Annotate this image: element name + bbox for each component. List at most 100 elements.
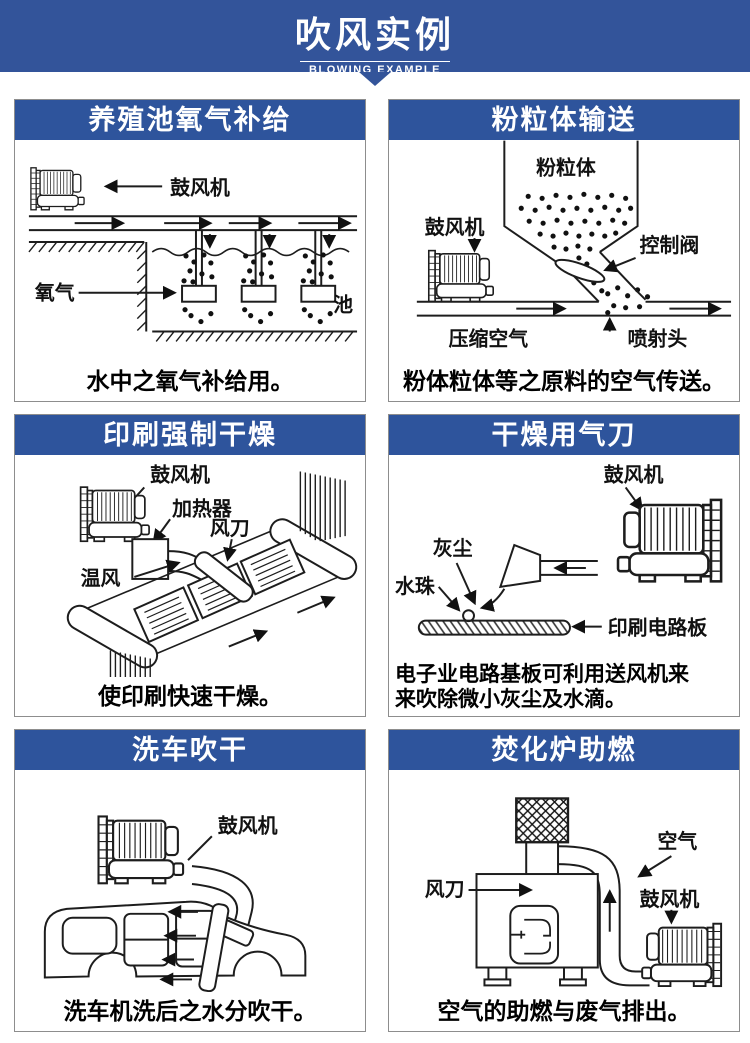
blower-icon bbox=[641, 922, 723, 988]
panel-air-knife-drying: 干燥用气刀 鼓风机 bbox=[388, 414, 740, 717]
powder-dots bbox=[518, 191, 651, 316]
air-knife-bar bbox=[193, 551, 254, 603]
panel-caption: 电子业电路基板可利用送风机来 来吹除微小灰尘及水滴。 bbox=[395, 663, 689, 711]
label-dust: 灰尘 bbox=[433, 537, 473, 560]
hose bbox=[191, 865, 254, 929]
roller bbox=[269, 518, 358, 580]
air-pipe bbox=[28, 215, 358, 232]
blower-icon bbox=[97, 815, 185, 885]
furnace-foot bbox=[563, 966, 583, 981]
panel-caption: 粉体粒体等之原料的空气传送。 bbox=[403, 368, 725, 394]
incinerator-diagram: 空气 风刀 鼓风机 bbox=[425, 797, 723, 988]
panel-title: 洗车吹干 bbox=[15, 730, 365, 770]
panel-incinerator-combustion: 焚化炉助燃 bbox=[388, 729, 740, 1032]
panel-body: 鼓风机 加热器 风刀 温风 使印刷快速干燥。 bbox=[15, 455, 365, 716]
arrow-airflow bbox=[479, 588, 506, 612]
car-wash-diagram: 鼓风机 bbox=[43, 814, 307, 992]
diffuser-box bbox=[300, 284, 337, 303]
label-air: 空气 bbox=[657, 830, 697, 853]
panel-body: 鼓风机 氧气 池 水中之氧气补给用。 bbox=[15, 140, 365, 401]
aquaculture-diagram: 鼓风机 氧气 池 bbox=[28, 167, 358, 342]
header-pointer-triangle bbox=[359, 72, 391, 86]
header-banner: 吹风实例 BLOWING EXAMPLE bbox=[0, 0, 750, 86]
blower-icon bbox=[616, 498, 723, 583]
powder-diagram: 粉粒体 鼓风机 控制阀 压缩空气 喷射头 bbox=[416, 140, 732, 350]
arrow-blower bbox=[624, 486, 644, 512]
panel-title: 干燥用气刀 bbox=[389, 415, 739, 455]
arrow-heater bbox=[152, 518, 171, 544]
diffuser-box bbox=[240, 284, 277, 303]
car-window bbox=[61, 916, 118, 955]
page-subtitle: BLOWING EXAMPLE bbox=[309, 64, 441, 76]
hanging-sheet-top bbox=[299, 471, 346, 542]
furnace-foot bbox=[487, 966, 508, 981]
air-pipe bbox=[540, 559, 598, 576]
heater-box bbox=[131, 538, 170, 580]
arrow-air bbox=[637, 855, 672, 878]
panel-powder-conveying: 粉粒体输送 bbox=[388, 99, 740, 402]
label-water-drop: 水珠 bbox=[395, 575, 436, 598]
panel-car-wash-drying: 洗车吹干 bbox=[14, 729, 366, 1032]
panel-caption: 水中之氧气补给用。 bbox=[86, 368, 294, 394]
page-title: 吹风实例 bbox=[294, 14, 455, 55]
arrow-water-drop bbox=[437, 586, 461, 612]
panel-body: 空气 风刀 鼓风机 空气的助燃与废气排出。 bbox=[389, 770, 739, 1031]
label-pcb: 印刷电路板 bbox=[608, 617, 708, 640]
arrow-valve bbox=[603, 257, 636, 273]
arrow-air-knife bbox=[223, 538, 237, 562]
panel-body: 粉粒体 鼓风机 控制阀 压缩空气 喷射头 粉体粒体等之原料的空气传送。 bbox=[389, 140, 739, 401]
air-pipe bbox=[558, 845, 650, 987]
label-compressed-air: 压缩空气 bbox=[449, 327, 529, 350]
label-blower: 鼓风机 bbox=[425, 216, 485, 239]
water-surface bbox=[151, 247, 350, 257]
chimney-mesh bbox=[515, 797, 570, 844]
label-control-valve: 控制阀 bbox=[640, 234, 700, 257]
label-warm-air: 温风 bbox=[81, 567, 121, 590]
label-air-knife: 风刀 bbox=[425, 879, 465, 901]
water-droplet bbox=[462, 609, 476, 623]
label-blower: 鼓风机 bbox=[640, 888, 700, 911]
label-heater: 加热器 bbox=[171, 497, 233, 520]
panel-title: 养殖池氧气补给 bbox=[15, 100, 365, 140]
label-jet-head: 喷射头 bbox=[628, 327, 688, 350]
panel-caption: 洗车机洗后之水分吹干。 bbox=[63, 998, 317, 1024]
pcb-board bbox=[417, 619, 571, 636]
label-powder: 粉粒体 bbox=[536, 156, 596, 179]
panel-title: 焚化炉助燃 bbox=[389, 730, 739, 770]
label-blower: 鼓风机 bbox=[150, 463, 210, 486]
air-knife-diagram: 鼓风机 灰尘 水珠 印刷电路板 bbox=[395, 463, 723, 640]
printing-diagram: 鼓风机 加热器 风刀 温风 bbox=[66, 463, 358, 677]
header-divider bbox=[300, 61, 450, 62]
printed-sheet bbox=[239, 538, 306, 596]
label-air-knife: 风刀 bbox=[210, 518, 250, 540]
panel-body: 鼓风机 洗车机洗后之水分吹干。 bbox=[15, 770, 365, 1031]
panel-caption: 使印刷快速干燥。 bbox=[98, 683, 282, 709]
example-grid: 养殖池氧气补给 bbox=[0, 72, 750, 1032]
panel-caption: 空气的助燃与废气排出。 bbox=[437, 998, 691, 1024]
blower-icon bbox=[79, 486, 150, 543]
arrow-dust bbox=[455, 562, 477, 606]
label-blower: 鼓风机 bbox=[170, 176, 230, 199]
panel-title: 粉粒体输送 bbox=[389, 100, 739, 140]
blower-icon bbox=[30, 167, 85, 211]
hopper bbox=[503, 140, 639, 271]
control-valve-plate bbox=[554, 258, 606, 283]
blower-icon bbox=[427, 249, 495, 303]
nozzle bbox=[498, 543, 542, 589]
air-knife-bar bbox=[198, 903, 230, 992]
panel-title: 印刷强制干燥 bbox=[15, 415, 365, 455]
label-blower: 鼓风机 bbox=[604, 463, 664, 486]
label-pond: 池 bbox=[333, 294, 353, 317]
hanging-sheet-bottom bbox=[109, 650, 151, 677]
leader-blower bbox=[187, 835, 213, 861]
roller bbox=[66, 604, 159, 669]
printed-sheet bbox=[133, 586, 200, 644]
panel-printing-drying: 印刷强制干燥 bbox=[14, 414, 366, 717]
label-blower: 鼓风机 bbox=[218, 814, 278, 837]
label-oxygen: 氧气 bbox=[35, 282, 75, 305]
arrow-warm-air bbox=[134, 559, 181, 578]
chimney bbox=[525, 842, 560, 875]
panel-body: 鼓风机 灰尘 水珠 印刷电路板 电子业电路基板可利用送风机来 来吹除微小灰尘及水… bbox=[389, 455, 739, 716]
panel-aquaculture-oxygen: 养殖池氧气补给 bbox=[14, 99, 366, 402]
